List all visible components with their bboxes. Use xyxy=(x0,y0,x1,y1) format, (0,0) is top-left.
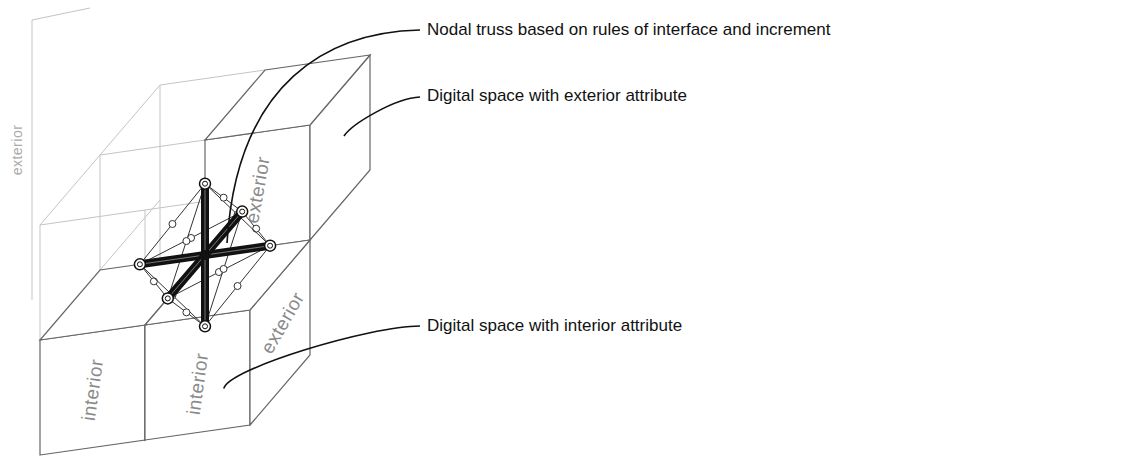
leader-line xyxy=(227,30,420,243)
interior-cube xyxy=(145,240,310,440)
exterior-cube xyxy=(205,55,370,255)
leader-line xyxy=(224,326,420,389)
face-label: exterior xyxy=(7,125,27,176)
callout-text: Digital space with exterior attribute xyxy=(427,86,687,106)
leader-lines xyxy=(224,30,420,389)
callout-text: Digital space with interior attribute xyxy=(427,316,682,336)
leader-line xyxy=(344,97,420,136)
callout-text: Nodal truss based on rules of interface … xyxy=(427,20,831,40)
